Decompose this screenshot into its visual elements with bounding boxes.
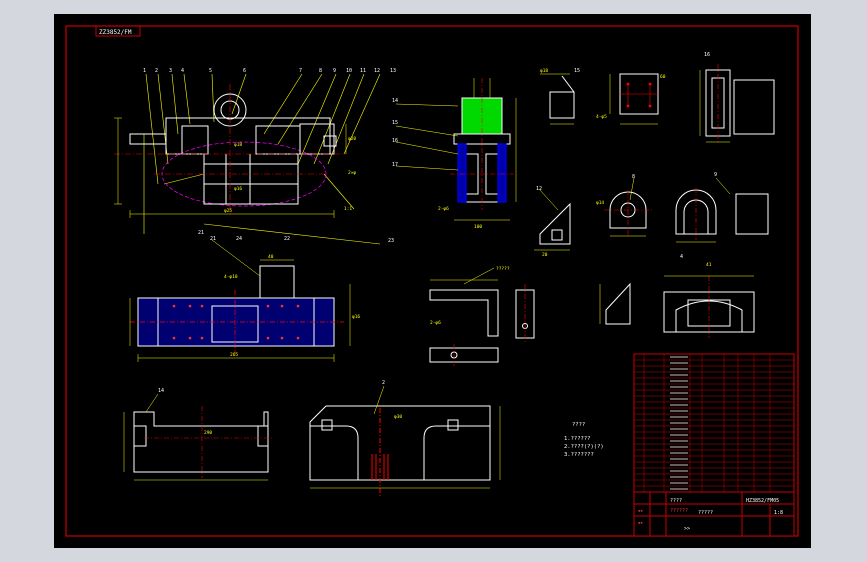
- svg-text:60: 60: [660, 74, 666, 80]
- balloon-circle-8: 8: [632, 174, 635, 180]
- svg-text:φ14: φ14: [596, 200, 604, 206]
- svg-text:15: 15: [574, 68, 580, 74]
- svg-text:φ16: φ16: [234, 186, 242, 192]
- balloon-21: 21: [198, 230, 204, 236]
- section-view: 14 15 16 17 2-φ6 100: [392, 78, 517, 230]
- drawing-number: HZ3852/FM05: [746, 498, 779, 504]
- balloon-11: 11: [360, 68, 366, 74]
- svg-text:φ16: φ16: [352, 314, 360, 320]
- svg-text:φ25: φ25: [224, 208, 232, 214]
- arch-part-view: 9: [675, 172, 769, 243]
- dimension-note: ?????: [496, 266, 510, 272]
- svg-text:▪▪: ▪▪: [638, 508, 643, 513]
- balloon-bm-2: 2: [382, 380, 385, 386]
- svg-text:2×φ: 2×φ: [348, 170, 356, 176]
- technical-notes: ???? 1.?????? 2.????(?)(?) 3.???????: [564, 422, 604, 458]
- balloon-23: 23: [388, 238, 394, 244]
- balloon-17: 17: [392, 162, 398, 168]
- balloon-10: 10: [346, 68, 352, 74]
- svg-text:265: 265: [230, 352, 238, 358]
- svg-text:4-φ5: 4-φ5: [596, 114, 607, 120]
- balloon-16: 16: [392, 138, 398, 144]
- balloon-15: 15: [392, 120, 398, 126]
- balloon-14: 14: [392, 98, 398, 104]
- balloon-8: 8: [319, 68, 322, 74]
- svg-text:▪▪: ▪▪: [638, 520, 643, 525]
- svg-text:4-φ10: 4-φ10: [224, 274, 238, 280]
- balloon-4: 4: [181, 68, 184, 74]
- title-tag-box: [95, 25, 141, 37]
- drawing-sheet[interactable]: ZZ3852/FM: [54, 14, 811, 548]
- svg-text:φ20: φ20: [348, 136, 356, 142]
- svg-text:100: 100: [474, 224, 482, 230]
- title-label-3: ?????: [698, 510, 713, 516]
- saddle-part-view: 4 41: [599, 254, 755, 338]
- balloon-1: 1: [143, 68, 146, 74]
- notes-line-3: 3.???????: [564, 452, 594, 458]
- wedge-part-view: 12 20: [534, 186, 571, 258]
- svg-text:20: 20: [542, 252, 548, 258]
- svg-text:φ30: φ30: [394, 414, 402, 420]
- tall-plate-view: 16: [699, 52, 775, 143]
- svg-text:2-φ6: 2-φ6: [438, 206, 449, 212]
- balloon-3: 3: [169, 68, 172, 74]
- svg-text:φ18: φ18: [234, 142, 242, 148]
- svg-text:41: 41: [706, 262, 712, 268]
- notes-line-1: 1.??????: [564, 436, 591, 442]
- svg-text:16: 16: [704, 52, 710, 58]
- title-tag: ZZ3852/FM: [99, 29, 132, 36]
- svg-text:4: 4: [680, 254, 683, 260]
- title-label-1: ????: [670, 498, 682, 504]
- square-plate-view: 4-φ5 60: [596, 73, 666, 125]
- balloon-13: 13: [390, 68, 396, 74]
- sheet-scale: 1:8: [774, 510, 783, 516]
- drawing-canvas: ZZ3852/FM: [65, 25, 799, 537]
- svg-text:2-φ6: 2-φ6: [430, 320, 441, 326]
- svg-text:>>: >>: [684, 526, 690, 532]
- balloon-bl-14: 14: [158, 388, 164, 394]
- angle-bracket-view: φ18 15: [540, 68, 580, 125]
- balloon-21-base: 21: [210, 236, 216, 242]
- svg-text:φ18: φ18: [540, 68, 548, 74]
- main-view: 1 2 3 4 5 6 7 8 9 10 11 12 13: [114, 68, 396, 245]
- balloon-2: 2: [155, 68, 158, 74]
- bottom-mid-plate-view: 2 φ30: [309, 380, 501, 496]
- balloon-5: 5: [209, 68, 212, 74]
- notes-heading: ????: [572, 422, 585, 428]
- title-label-2: ??????: [670, 508, 688, 514]
- balloon-24: 24: [236, 236, 242, 242]
- notes-line-2: 2.????(?)(?): [564, 444, 604, 450]
- circle-part-view: 8 φ14: [596, 174, 654, 237]
- bottom-left-plate-view: 14 290: [123, 388, 274, 481]
- balloon-wedge-12: 12: [536, 186, 542, 192]
- balloon-arch-9: 9: [714, 172, 717, 178]
- balloon-6: 6: [243, 68, 246, 74]
- l-bracket-view: ????? 2-φ6: [429, 266, 535, 366]
- sheet-border: [65, 25, 799, 537]
- svg-text:1:1: 1:1: [344, 206, 352, 212]
- balloon-9: 9: [333, 68, 336, 74]
- title-block: ???? ?????? ????? HZ3852/FM05 1:8 >> ▪▪ …: [633, 491, 795, 537]
- hatched-base-view: 265 φ16 4-φ10 40 21: [129, 236, 360, 362]
- balloon-12: 12: [374, 68, 380, 74]
- balloon-7: 7: [299, 68, 302, 74]
- svg-text:290: 290: [204, 430, 212, 436]
- balloon-22: 22: [284, 236, 290, 242]
- svg-text:40: 40: [268, 254, 274, 260]
